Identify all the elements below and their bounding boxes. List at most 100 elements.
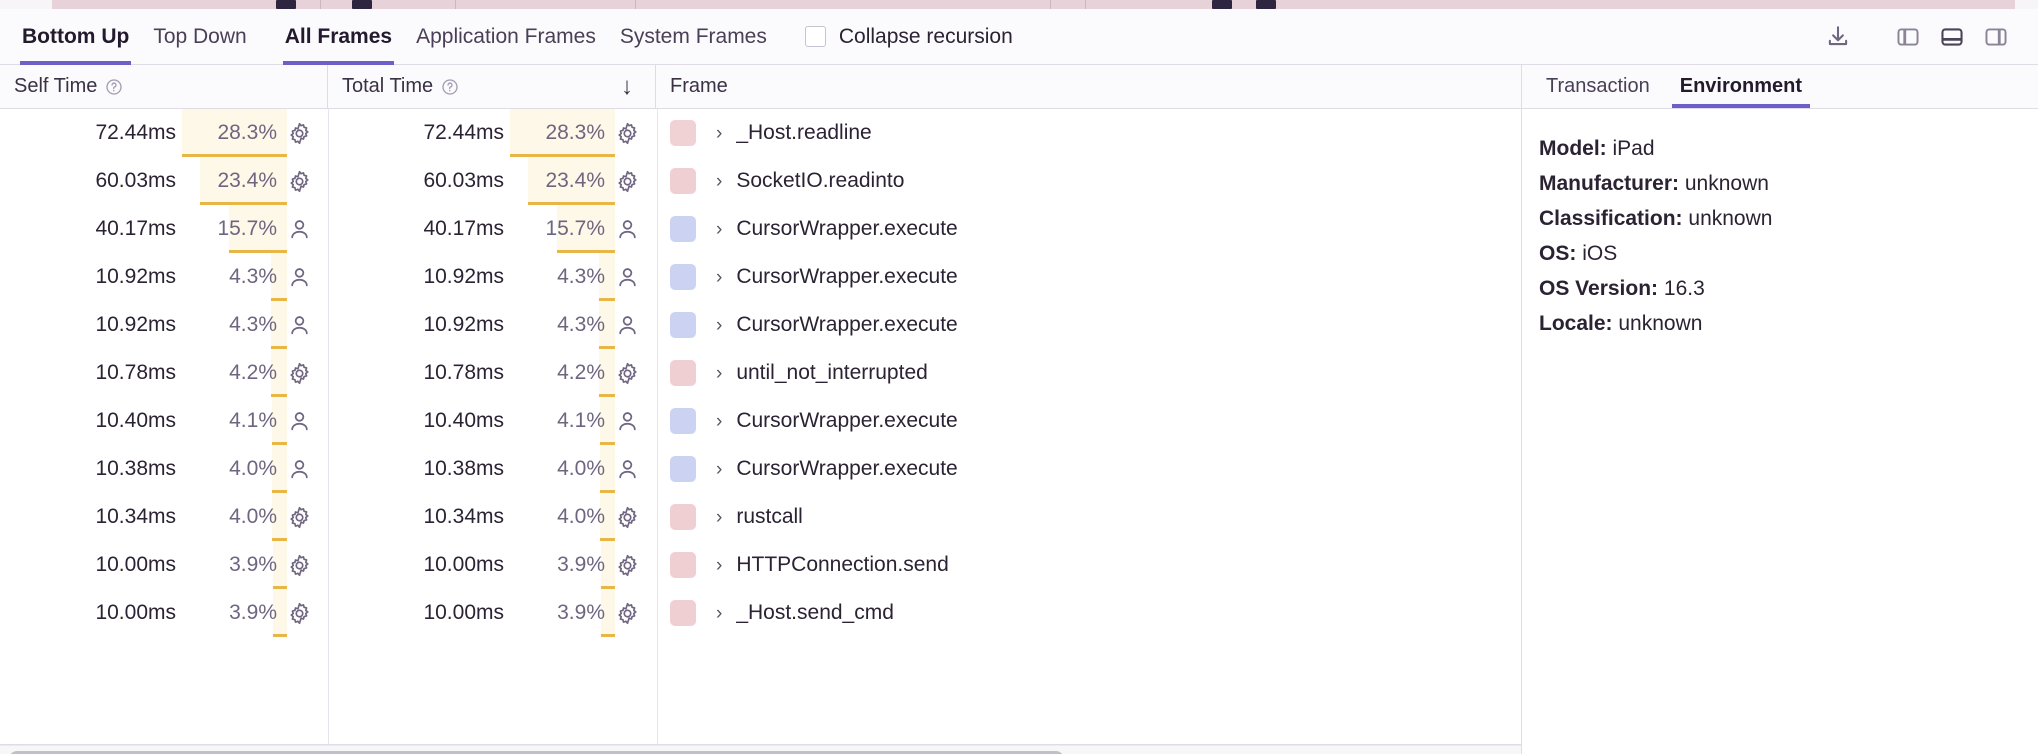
percent-cell-self: 3.9% (182, 589, 287, 637)
percent-cell-total: 3.9% (510, 541, 615, 589)
column-header-total-time[interactable]: Total Time ↓ (328, 65, 656, 108)
tab-application-frames-label: Application Frames (416, 24, 596, 48)
gear-icon (615, 109, 656, 157)
environment-value: 16.3 (1663, 277, 1705, 300)
frame-cell[interactable]: › _Host.send_cmd (656, 589, 1521, 637)
help-icon[interactable] (105, 78, 123, 96)
layout-bottom-panel-icon[interactable] (1930, 17, 1974, 57)
tab-transaction[interactable]: Transaction (1538, 65, 1658, 108)
tab-environment[interactable]: Environment (1671, 65, 1811, 108)
expand-chevron-icon[interactable]: › (716, 458, 723, 480)
frame-color-swatch (670, 168, 696, 194)
column-header-self-time[interactable]: Self Time (0, 65, 328, 108)
tab-system-frames-label: System Frames (619, 24, 767, 48)
download-icon[interactable] (1816, 17, 1860, 57)
environment-row: OS Version: 16.3 (1539, 271, 2038, 306)
percent-cell-self: 4.0% (182, 445, 287, 493)
percent-cell-self: 4.1% (182, 397, 287, 445)
frame-cell[interactable]: ›rustcall (656, 493, 1521, 541)
frame-cell[interactable]: › CursorWrapper.execute (656, 301, 1521, 349)
percent-cell-total: 4.1% (510, 397, 615, 445)
frame-cell[interactable]: ›until_not_interrupted (656, 349, 1521, 397)
frame-name: SocketIO.readinto (736, 169, 905, 192)
tab-system-frames[interactable]: System Frames (608, 9, 779, 65)
percent-bar (228, 205, 287, 253)
horizontal-scrollbar-track[interactable] (0, 745, 1521, 754)
percent-cell-total: 15.7% (510, 205, 615, 253)
percent-bar (556, 205, 615, 253)
percent-bar (600, 589, 615, 637)
frame-cell[interactable]: ›HTTPConnection.send (656, 541, 1521, 589)
layout-right-panel-icon[interactable] (1974, 17, 2018, 57)
toolbar-icon-group (1816, 17, 2038, 57)
tab-bottom-up[interactable]: Bottom Up (10, 9, 141, 65)
sort-descending-icon[interactable]: ↓ (621, 72, 633, 100)
frame-cell[interactable]: ›CursorWrapper.execute (656, 445, 1521, 493)
percent-bar (200, 157, 287, 205)
main-body: Self Time Total Time (0, 65, 2038, 754)
flamegraph-strip-cutoff (0, 0, 2038, 9)
environment-key: Locale: (1539, 312, 1613, 335)
expand-chevron-icon[interactable]: › (716, 218, 723, 240)
expand-chevron-icon[interactable]: › (716, 266, 723, 288)
environment-row: Model: iPad (1539, 131, 2038, 166)
expand-chevron-icon[interactable]: › (716, 602, 723, 624)
percent-value: 3.9% (229, 553, 277, 576)
percent-cell-total: 4.0% (510, 445, 615, 493)
frame-name: CursorWrapper.execute (736, 313, 958, 336)
horizontal-scrollbar-thumb[interactable] (9, 751, 1064, 754)
environment-row: Locale: unknown (1539, 306, 2038, 341)
environment-value: unknown (1618, 312, 1703, 335)
frame-cell[interactable]: ›CursorWrapper.execute (656, 253, 1521, 301)
tab-environment-label: Environment (1679, 75, 1802, 97)
percent-cell-total: 4.3% (510, 253, 615, 301)
frames-table-pane: Self Time Total Time (0, 65, 1521, 754)
column-header-frame[interactable]: Frame (656, 65, 1521, 108)
environment-key: Classification: (1539, 207, 1683, 230)
expand-chevron-icon[interactable]: › (716, 122, 723, 144)
help-icon[interactable] (441, 78, 459, 96)
frame-cell[interactable]: ›_Host.readline (656, 109, 1521, 157)
gear-icon (615, 589, 656, 637)
collapse-recursion-checkbox[interactable] (804, 26, 826, 47)
expand-chevron-icon[interactable]: › (716, 410, 723, 432)
frame-cell[interactable]: ›CursorWrapper.execute (656, 205, 1521, 253)
environment-key: OS: (1539, 242, 1577, 265)
tab-all-frames[interactable]: All Frames (273, 9, 404, 65)
expand-chevron-icon[interactable]: › (716, 362, 723, 384)
expand-chevron-icon[interactable]: › (716, 170, 723, 192)
expand-chevron-icon[interactable]: › (716, 506, 723, 528)
expand-chevron-icon[interactable]: › (716, 314, 723, 336)
total-time-value: 10.00ms (423, 601, 504, 624)
self-time-value: 10.00ms (95, 553, 176, 576)
layout-left-panel-icon[interactable] (1886, 17, 1930, 57)
expand-chevron-icon[interactable]: › (716, 554, 723, 576)
frame-cell[interactable]: › SocketIO.readinto (656, 157, 1521, 205)
percent-bar (272, 445, 287, 493)
frame-cell[interactable]: ›CursorWrapper.execute (656, 397, 1521, 445)
tab-application-frames[interactable]: Application Frames (404, 9, 608, 65)
percent-bar (271, 349, 287, 397)
tab-top-down[interactable]: Top Down (141, 9, 258, 65)
percent-bar (271, 301, 287, 349)
frame-name: _Host.send_cmd (736, 601, 894, 624)
collapse-recursion-toggle[interactable]: Collapse recursion (804, 25, 1013, 49)
